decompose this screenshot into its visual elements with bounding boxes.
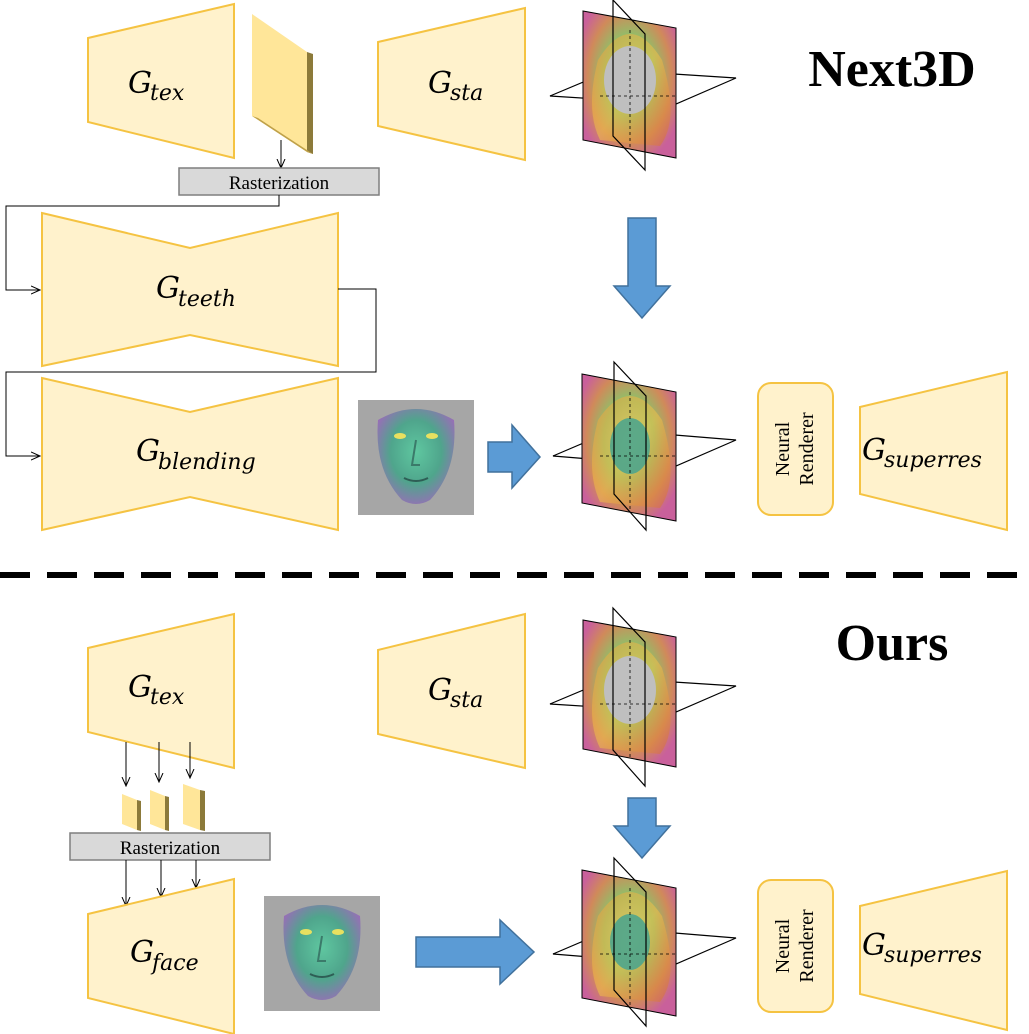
bottom-gsuperres-base: G xyxy=(862,928,886,963)
bottom-gface-sub: face xyxy=(150,951,199,976)
top-rasterization-box: Rasterization xyxy=(178,167,380,196)
bottom-rasterization-label: Rasterization xyxy=(120,838,221,859)
flow-arrow-icon xyxy=(612,217,672,320)
bottom-rasterization-box: Rasterization xyxy=(69,832,271,861)
top-rasterization-label: Rasterization xyxy=(229,173,330,194)
top-gsuperres-sub: superres xyxy=(884,448,982,473)
bottom-gsta-sub: sta xyxy=(450,688,483,713)
top-gteeth-block: G teeth xyxy=(41,211,339,368)
bottom-gface-block: G face xyxy=(87,877,235,1034)
top-gblending-base: G xyxy=(136,434,160,469)
face-render-icon xyxy=(358,400,474,515)
top-gsuperres-block: G superres xyxy=(859,370,1008,532)
triplane-icon xyxy=(549,0,737,172)
top-gblending-sub: blending xyxy=(158,450,256,475)
bottom-gtex-base: G xyxy=(128,670,152,705)
feature-map-icon xyxy=(122,794,141,831)
bottom-gtex-sub: tex xyxy=(150,685,185,710)
triplane-icon xyxy=(549,606,737,788)
bottom-gsuperres-sub: superres xyxy=(884,943,982,968)
feature-map-icon xyxy=(252,14,313,154)
bottom-gsta-block: G sta xyxy=(377,612,526,770)
top-gteeth-sub: teeth xyxy=(178,287,236,312)
flow-arrow-icon xyxy=(487,423,542,490)
top-neural-label-line2: Renderer xyxy=(796,412,818,486)
next3d-section: G tex Rasterization G teeth xyxy=(5,0,1008,532)
top-gsta-base: G xyxy=(428,66,452,101)
top-connector-teeth-blending xyxy=(5,288,377,456)
top-title: Next3D xyxy=(808,41,976,98)
feature-map-icon xyxy=(183,784,205,831)
flow-arrow-icon xyxy=(612,797,672,860)
top-connector-raster-teeth xyxy=(5,195,280,290)
top-gblending-block: G blending xyxy=(41,376,339,532)
top-gsta-sub: sta xyxy=(450,81,483,106)
flow-arrow-icon xyxy=(415,918,536,986)
top-gsta-block: G sta xyxy=(377,6,526,162)
top-neural-renderer-box: Neural Renderer xyxy=(757,382,834,516)
bottom-neural-label-line1: Neural xyxy=(772,918,794,973)
top-gteeth-base: G xyxy=(156,271,180,306)
triplane-icon xyxy=(552,360,737,532)
bottom-title: Ours xyxy=(836,615,949,672)
bottom-gsta-base: G xyxy=(428,673,452,708)
top-neural-label-line1: Neural xyxy=(772,421,794,476)
feature-map-icon xyxy=(150,790,169,831)
top-gtex-base: G xyxy=(128,66,152,101)
top-gtex-block: G tex xyxy=(87,2,235,160)
face-render-icon xyxy=(264,896,380,1011)
bottom-gface-base: G xyxy=(130,935,154,970)
ours-section: G tex Rasterization xyxy=(69,606,1008,1034)
top-gsuperres-base: G xyxy=(862,433,886,468)
triplane-icon xyxy=(552,856,737,1028)
top-gtex-sub: tex xyxy=(150,81,185,106)
bottom-gsuperres-block: G superres xyxy=(859,869,1008,1032)
bottom-neural-label-line2: Renderer xyxy=(796,909,818,983)
bottom-neural-renderer-box: Neural Renderer xyxy=(757,879,834,1013)
bottom-gtex-block: G tex xyxy=(87,612,235,770)
